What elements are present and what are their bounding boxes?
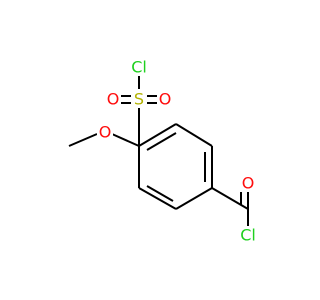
atom-label-o-methoxy: O	[99, 123, 112, 142]
atom-label-o-carbonyl: O	[242, 174, 255, 193]
ring-bond-2	[175, 123, 213, 147]
bond-ring-carbonyl	[211, 187, 249, 210]
bond-oxygen-ring	[111, 133, 140, 147]
atom-label-cl-acyl: Cl	[240, 226, 256, 245]
atom-o-sulfonyl-right: O	[157, 90, 173, 109]
atom-o-carbonyl: O	[240, 174, 256, 193]
atom-labels: Cl S O O O O Cl	[97, 58, 261, 245]
structure-diagram: Cl S O O O O Cl	[68, 57, 261, 245]
atom-cl-sulfonyl: Cl	[127, 58, 151, 77]
atom-label-s: S	[134, 90, 144, 109]
atom-cl-acyl: Cl	[235, 226, 261, 245]
atom-o-sulfonyl-left: O	[105, 90, 121, 109]
atom-o-methoxy: O	[97, 123, 113, 142]
ring-bond-1	[138, 123, 177, 147]
ring-double-bond-a	[146, 132, 177, 151]
ring-double-bond-c	[146, 185, 174, 202]
atom-s: S	[131, 90, 147, 109]
ring-bond-5	[138, 187, 177, 210]
atom-label-o-sulfonyl-left: O	[107, 90, 120, 109]
atom-label-cl-sulfonyl: Cl	[131, 58, 147, 77]
atom-label-o-sulfonyl-right: O	[159, 90, 172, 109]
bond-methyl-oxygen	[68, 133, 98, 147]
ring-bond-4	[175, 187, 213, 210]
